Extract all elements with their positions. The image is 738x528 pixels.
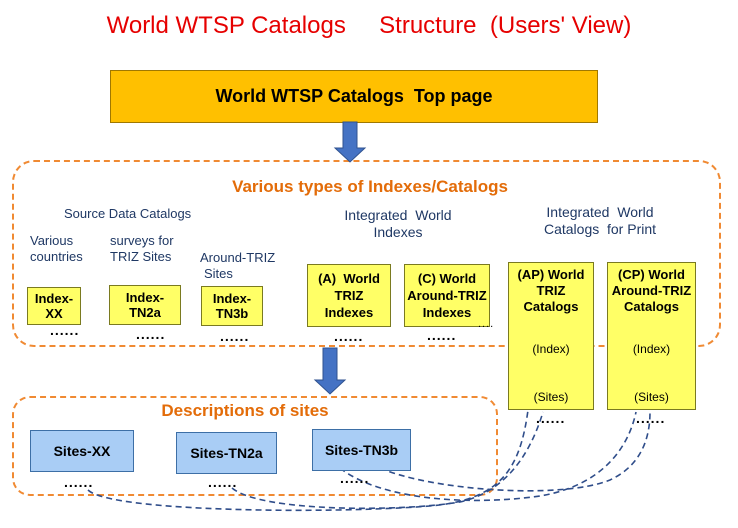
top-page-label: World WTSP Catalogs Top page xyxy=(215,86,493,106)
world-around-triz-indexes-line-1: (C) World xyxy=(417,271,477,286)
index-tn3b-line-1: Index- xyxy=(212,291,252,306)
link-sitestn2a-ap xyxy=(231,411,544,510)
ellipsis-sites-xx: ...... xyxy=(64,474,94,490)
source-caption-tn2a-line-2: TRIZ Sites xyxy=(110,249,172,264)
world-triz-indexes-line-2: TRIZ xyxy=(334,288,364,303)
integrated-print-line-1: Integrated World xyxy=(546,204,654,220)
ellipsis-index-tn3b: ...... xyxy=(220,328,250,344)
ap-catalog-line-1: (AP) World xyxy=(517,267,585,282)
source-caption-tn3b-line-1: Around-TRIZ xyxy=(200,250,276,265)
link-sitestn3b-cp xyxy=(339,411,637,502)
ap-index-label: (Index) xyxy=(532,342,570,356)
world-triz-indexes-box: (A) World TRIZ Indexes xyxy=(307,264,391,327)
source-data-label: Source Data Catalogs xyxy=(64,206,192,221)
cp-sites-label: (Sites) xyxy=(634,390,669,404)
ellipsis-sites-tn3b: ...... xyxy=(340,470,370,486)
source-caption-xx: Various countries xyxy=(30,233,83,265)
ap-catalog-line-3: Catalogs xyxy=(523,299,579,314)
ellipsis-index-tn2a: ...... xyxy=(136,326,166,342)
index-xx-line-1: Index- xyxy=(34,291,74,306)
world-triz-indexes-line-3: Indexes xyxy=(324,305,374,320)
sites-region xyxy=(12,396,498,496)
world-around-triz-indexes-line-3: Indexes xyxy=(422,305,472,320)
integrated-print-line-2: Catalogs for Print xyxy=(543,221,657,237)
link-sitesxx-ap xyxy=(87,409,529,512)
index-tn2a-line-1: Index- xyxy=(125,290,165,305)
source-caption-tn2a-line-1: surveys for xyxy=(110,233,174,248)
ellipsis-world-around-triz-indexes: ...... xyxy=(427,327,457,343)
sites-tn3b-box: Sites-TN3b xyxy=(312,429,411,471)
cp-catalog-line-2: Around-TRIZ xyxy=(611,283,692,298)
source-caption-tn3b: Around-TRIZ Sites xyxy=(200,250,275,282)
cp-world-around-triz-catalogs-box: (CP) World Around-TRIZ Catalogs (Index) … xyxy=(607,262,696,410)
arrow-top-to-indexes xyxy=(333,121,367,163)
index-tn3b-line-2: TN3b xyxy=(215,306,249,321)
ap-catalog-line-2: TRIZ xyxy=(536,283,566,298)
sites-tn3b-label: Sites-TN3b xyxy=(324,442,399,458)
source-caption-tn2a: surveys for TRIZ Sites xyxy=(110,233,174,265)
arrow-indexes-to-sites xyxy=(313,347,347,395)
sites-xx-box: Sites-XX xyxy=(30,430,134,472)
source-caption-xx-line-2: countries xyxy=(30,249,83,264)
world-around-triz-indexes-line-2: Around-TRIZ xyxy=(407,288,487,303)
indexes-region xyxy=(12,160,721,347)
index-xx-box: Index- XX xyxy=(27,287,81,325)
ap-sites-label: (Sites) xyxy=(533,390,569,404)
ellipsis-sites-tn2a: ...... xyxy=(208,474,238,490)
integrated-indexes-label: Integrated World Indexes xyxy=(318,207,478,241)
world-triz-indexes-line-1: (A) World xyxy=(318,271,380,286)
integrated-print-label: Integrated World Catalogs for Print xyxy=(514,204,686,238)
ellipsis-world-indexes-more: .... xyxy=(478,318,495,330)
world-around-triz-indexes-box: (C) World Around-TRIZ Indexes xyxy=(404,264,490,327)
diagram-title: World WTSP Catalogs Structure (Users' Vi… xyxy=(106,12,632,39)
ellipsis-index-xx: ...... xyxy=(50,322,80,338)
integrated-indexes-line-1: Integrated World xyxy=(344,207,452,223)
sites-xx-label: Sites-XX xyxy=(53,443,111,459)
indexes-region-title: Various types of Indexes/Catalogs xyxy=(232,177,508,196)
index-tn2a-box: Index- TN2a xyxy=(109,285,181,325)
ellipsis-world-triz-indexes: ...... xyxy=(334,328,364,344)
sites-tn2a-label: Sites-TN2a xyxy=(190,445,263,461)
ellipsis-cp-catalogs: ...... xyxy=(636,410,666,426)
source-caption-tn3b-line-2: Sites xyxy=(204,266,233,281)
sites-region-title: Descriptions of sites xyxy=(161,401,329,420)
index-tn3b-box: Index- TN3b xyxy=(201,286,263,326)
index-tn2a-line-2: TN2a xyxy=(129,305,161,320)
integrated-indexes-line-2: Indexes xyxy=(373,224,423,240)
cp-catalog-line-1: (CP) World xyxy=(618,267,685,282)
sites-tn2a-box: Sites-TN2a xyxy=(176,432,277,474)
link-sitestn3b-cp-2 xyxy=(379,411,651,492)
source-caption-xx-line-1: Various xyxy=(30,233,74,248)
cp-catalog-line-3: Catalogs xyxy=(624,299,679,314)
ellipsis-ap-catalogs: ...... xyxy=(536,410,566,426)
index-xx-line-2: XX xyxy=(45,306,63,321)
ap-world-triz-catalogs-box: (AP) World TRIZ Catalogs (Index) (Sites) xyxy=(508,262,594,410)
cp-index-label: (Index) xyxy=(632,342,671,356)
